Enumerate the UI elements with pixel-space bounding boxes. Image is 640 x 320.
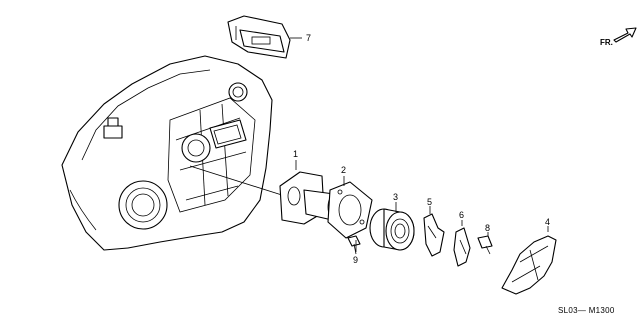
direction-label: FR. xyxy=(600,38,613,47)
part-8-bolt xyxy=(477,232,493,255)
part-6-spring xyxy=(453,220,471,267)
callout-7: 7 xyxy=(306,33,311,43)
callout-8: 8 xyxy=(485,223,490,233)
part-7-boot xyxy=(227,15,302,59)
front-direction-arrow: FR. xyxy=(600,27,637,47)
callout-9: 9 xyxy=(353,255,358,265)
clutch-housing xyxy=(61,55,286,251)
part-2-guide-plate xyxy=(327,176,373,239)
callout-6: 6 xyxy=(459,210,464,220)
diagram-code: SL03— M1300 xyxy=(558,306,615,315)
part-5-clip xyxy=(423,206,445,257)
part-4-release-fork xyxy=(501,226,557,295)
callout-2: 2 xyxy=(341,165,346,175)
part-9-bolt xyxy=(347,235,361,255)
callout-1: 1 xyxy=(293,149,298,159)
callout-4: 4 xyxy=(545,217,550,227)
callout-5: 5 xyxy=(427,197,432,207)
part-3-release-bearing xyxy=(369,202,415,251)
callout-3: 3 xyxy=(393,192,398,202)
